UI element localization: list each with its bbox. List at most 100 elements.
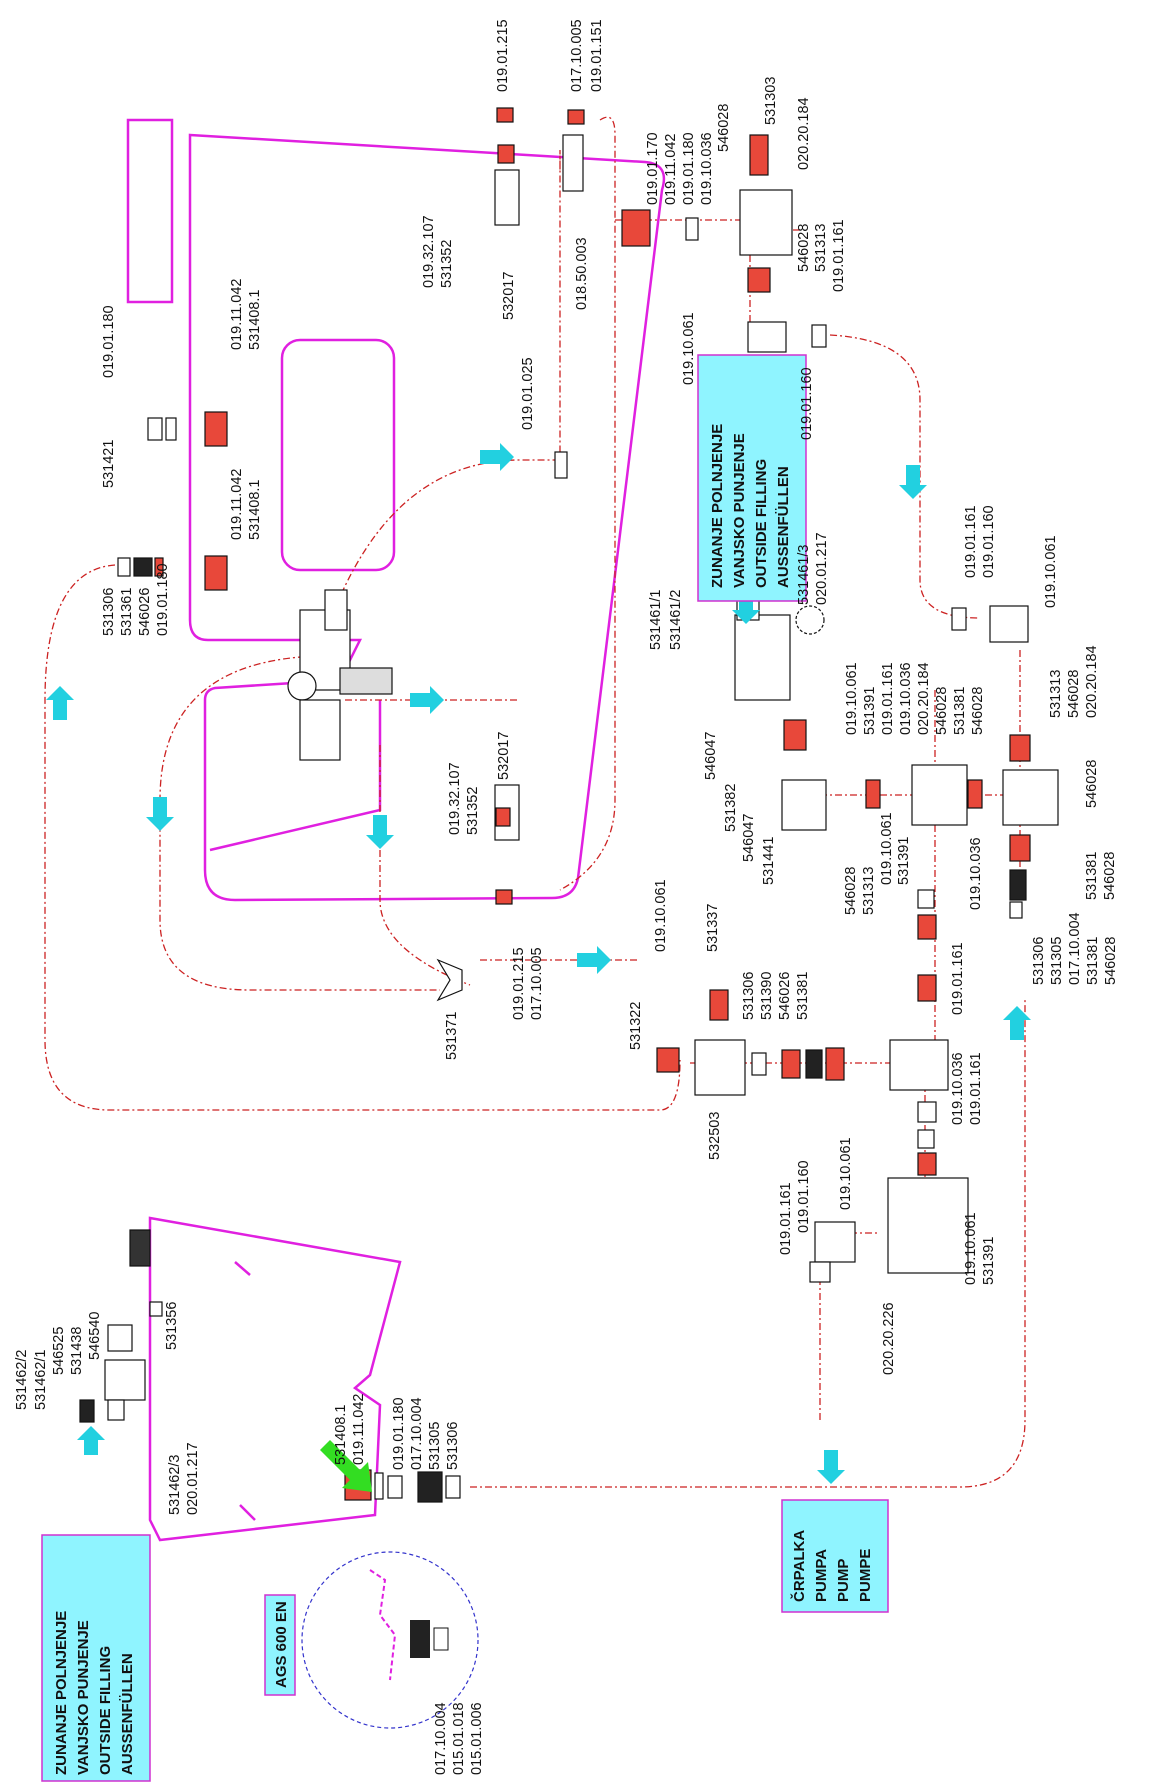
small-tank-inner-line: [234, 1261, 256, 1521]
fitting-019-01-161-tee-b: [917, 1129, 935, 1149]
part-label: 531408.1: [247, 290, 263, 350]
part-label: 531421: [101, 440, 117, 488]
fitting-531337: [709, 989, 729, 1021]
flow-arrow-icon: [817, 1450, 845, 1484]
fitting-531313-tee: [917, 974, 937, 1002]
part-label: 531313: [1048, 670, 1064, 718]
part-label: 020.01.217: [814, 532, 830, 605]
fitting-531391-filter: [917, 1152, 937, 1176]
part-label: 531461/1: [648, 590, 664, 650]
ags-label: AGS 600 EN: [273, 1601, 290, 1688]
info-line: VANJSKO PUNJENJE: [75, 1620, 92, 1775]
part-label: 531461/2: [668, 590, 684, 650]
part-label: 019.01.180: [391, 1397, 407, 1470]
part-label: 019.01.161: [880, 662, 896, 735]
part-label: 019.01.161: [778, 1182, 794, 1255]
part-label: 531306: [445, 1422, 461, 1470]
info-box-pump: ČRPALKA PUMPA PUMP PUMPE: [781, 1499, 889, 1613]
part-label: 531322: [628, 1002, 644, 1050]
hose-middle-right: [345, 699, 520, 986]
main-tank: [126, 118, 666, 902]
components: [79, 107, 1059, 1503]
part-label: 531356: [164, 1302, 180, 1350]
part-label: 546540: [87, 1312, 103, 1360]
part-label: 532017: [496, 732, 512, 780]
part-label: 019.32.107: [421, 215, 437, 288]
part-label: 531361: [119, 588, 135, 636]
part-label: 019.11.042: [351, 1394, 367, 1466]
part-label: 019.01.025: [520, 357, 536, 430]
detail-circle: [301, 1551, 479, 1729]
part-label: 531371: [444, 1012, 460, 1060]
part-label: 531381: [1084, 852, 1100, 900]
part-label: 019.01.161: [831, 219, 847, 292]
part-label: 531381: [1085, 937, 1101, 985]
small-tank-outline: [148, 1216, 402, 1542]
part-label: 020.20.184: [796, 97, 812, 170]
part-label: 019.10.061: [653, 879, 669, 952]
small-tank: [148, 1216, 402, 1542]
part-label: 546047: [741, 814, 757, 862]
coupler-531461: [734, 614, 791, 701]
info-box-ags: AGS 600 EN: [264, 1594, 296, 1696]
ball-valve-top: [739, 189, 793, 256]
part-label: 531462/1: [33, 1350, 49, 1410]
part-label: 017.10.004: [433, 1702, 449, 1775]
part-label: 019.01.180: [101, 305, 117, 378]
part-label: 546047: [703, 732, 719, 780]
connector-018-50-003: [562, 134, 584, 192]
fitting-019-01-180-a: [165, 417, 177, 441]
part-label: 017.10.005: [569, 19, 585, 92]
main-tank-outline: [188, 133, 666, 902]
part-label: 546028: [1102, 852, 1118, 900]
fitting-546026-left: [154, 557, 164, 577]
part-label: 531313: [861, 867, 877, 915]
part-label: 019.11.042: [663, 134, 679, 206]
info-line: ZUNANJE POLNJENJE: [53, 1611, 70, 1775]
detail-fitting-a: [410, 1620, 430, 1658]
cap-531462-3: [107, 1399, 125, 1421]
part-label: 531305: [1049, 937, 1065, 985]
part-label: 019.11.042: [229, 469, 245, 541]
part-label: 531303: [763, 77, 779, 125]
part-label: 019.10.036: [898, 662, 914, 735]
fitting-546028-right: [1009, 834, 1031, 862]
flow-arrow-icon: [146, 797, 174, 831]
main-tank-inner-line: [209, 700, 382, 852]
part-label: 546028: [843, 867, 859, 915]
detail-tank-edge: [369, 1569, 397, 1681]
fitting-019-01-180-small: [387, 1475, 403, 1499]
hose-left-loop: [44, 564, 681, 1111]
part-label: 531306: [101, 588, 117, 636]
part-label: 546028: [716, 104, 732, 152]
part-label: 531381: [795, 972, 811, 1020]
part-label: 020.01.217: [185, 1442, 201, 1515]
part-label: 019.10.061: [844, 662, 860, 735]
info-line: PUMP: [835, 1559, 852, 1602]
part-label: 017.10.004: [409, 1397, 425, 1470]
fitting-531421: [147, 417, 163, 441]
hose-return: [829, 334, 981, 619]
part-label: 532503: [707, 1112, 723, 1160]
info-line: AUSSENFÜLLEN: [775, 466, 792, 588]
elbow-019-10-061-top: [747, 321, 787, 353]
part-label: 546028: [1103, 937, 1119, 985]
fitting-019-01-151: [567, 109, 585, 125]
fitting-019-01-161-right: [951, 607, 967, 631]
part-label: 546028: [934, 687, 950, 735]
info-line: OUTSIDE FILLING: [753, 459, 770, 588]
plug-531462-2: [79, 1399, 95, 1423]
info-line: PUMPE: [857, 1549, 874, 1602]
part-label: 531305: [427, 1422, 443, 1470]
fitting-531313-right: [1009, 734, 1031, 762]
part-label: 531337: [705, 904, 721, 952]
part-label: 015.01.006: [469, 1702, 485, 1775]
fitting-531381-right: [1009, 869, 1027, 901]
elbow-531441: [781, 779, 827, 831]
fitting-019-01-161-filter: [809, 1261, 831, 1283]
fitting-531438: [107, 1324, 133, 1352]
fitting-019-01-215-low: [495, 889, 513, 905]
part-label: 019.10.061: [838, 1137, 854, 1210]
part-label: 015.01.018: [451, 1702, 467, 1775]
part-label: 019.10.061: [1043, 535, 1059, 608]
